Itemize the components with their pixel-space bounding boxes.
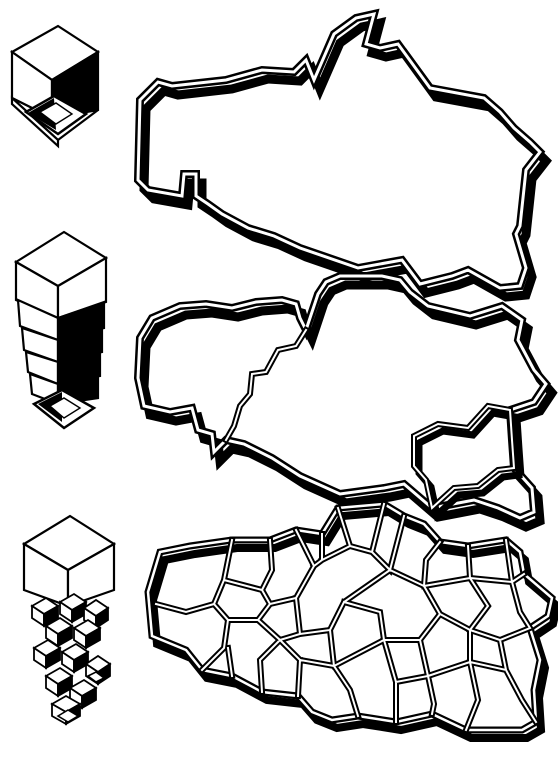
subdivided-territory-outline (148, 504, 557, 738)
subdivision-walls (156, 504, 536, 730)
two-territory-outline (138, 276, 552, 527)
single-territory-outline (138, 14, 546, 297)
single-cube-icon (12, 26, 98, 146)
stacked-cubes-icon (16, 232, 106, 428)
cube-cluster-icon (24, 516, 114, 724)
